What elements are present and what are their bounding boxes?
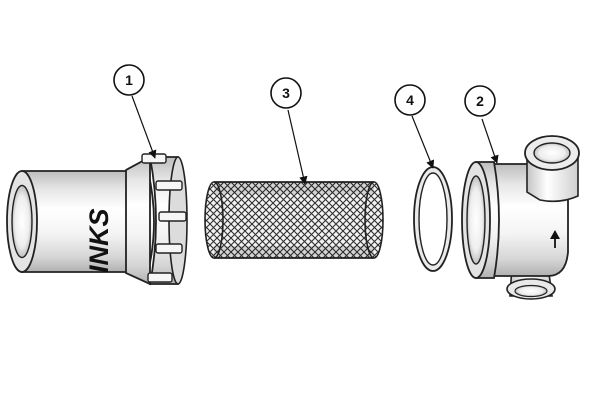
callout-1: 1 <box>113 64 157 159</box>
callout-2: 2 <box>464 85 499 164</box>
part-1-cap-nut: INKS <box>6 153 188 286</box>
part-3-mesh-screen <box>204 181 384 259</box>
part-2-housing-body <box>461 135 580 300</box>
callout-3: 3 <box>270 77 308 185</box>
brand-logo-text: INKS <box>84 208 114 273</box>
callout-2-label: 2 <box>476 93 484 109</box>
flow-direction-arrow-icon <box>550 230 560 248</box>
callout-4-label: 4 <box>406 92 414 108</box>
part-4-o-ring-gasket <box>413 166 453 272</box>
callout-4: 4 <box>394 84 435 169</box>
callout-3-label: 3 <box>282 85 290 101</box>
callout-1-label: 1 <box>125 72 133 88</box>
